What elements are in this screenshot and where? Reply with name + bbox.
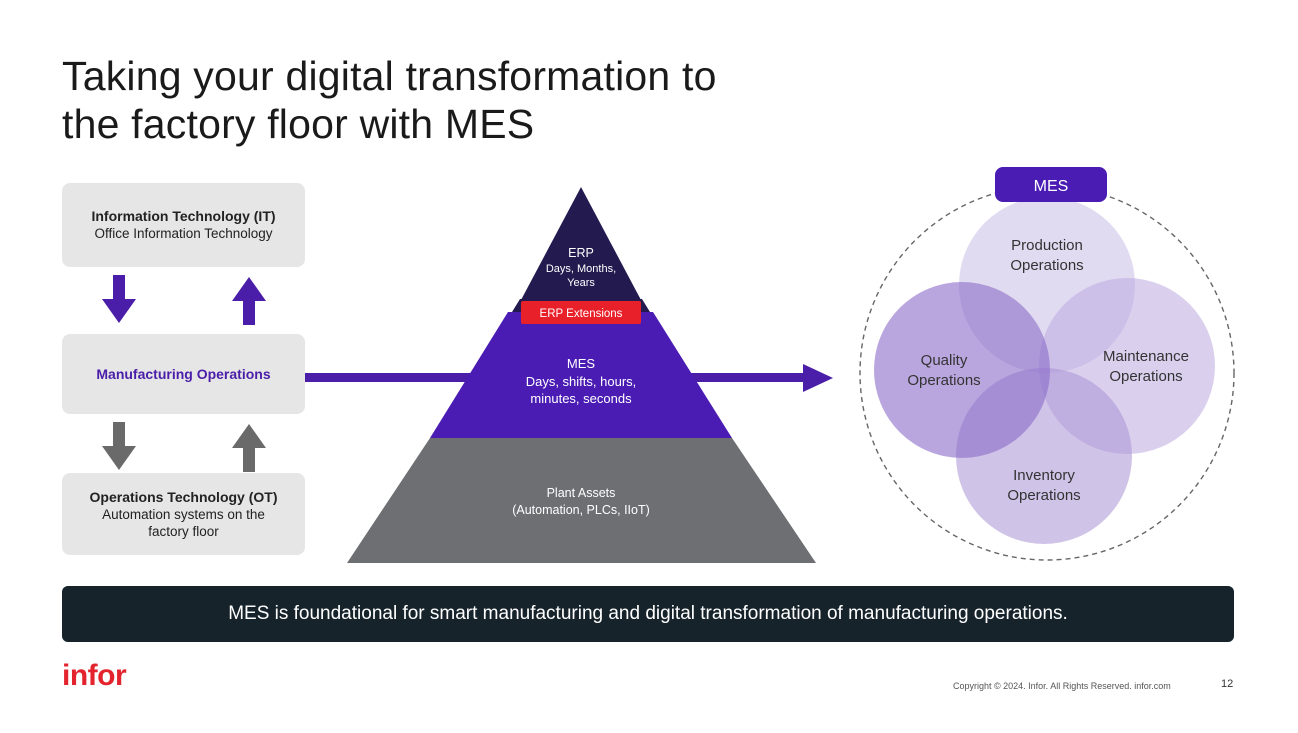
plant-title: Plant Assets [547,486,616,500]
slide-title-line-1: Taking your digital transformation to [62,53,717,99]
production-line-1: Production [1011,237,1083,254]
arrow-up-icon [232,424,266,472]
it-box: Information Technology (IT) Office Infor… [62,183,305,267]
erp-title: ERP [568,246,594,260]
arrow-down-icon [102,422,136,470]
maintenance-line-1: Maintenance [1103,348,1189,365]
copyright-text: Copyright © 2024. Infor. All Rights Rese… [953,681,1171,691]
arrow-down-icon [102,275,136,323]
summary-banner-text: MES is foundational for smart manufactur… [228,603,1068,624]
it-box-title: Information Technology (IT) [91,208,276,224]
mes-label-badge [995,167,1107,202]
mes-label-text: MES [1034,178,1069,195]
ot-box-subtitle-line-2: factory floor [148,523,219,539]
quality-line-2: Operations [907,372,980,389]
mes-line-2: minutes, seconds [530,391,632,406]
inventory-line-2: Operations [1007,487,1080,504]
quality-line-1: Quality [921,352,968,369]
arrow-up-icon [232,277,266,325]
production-line-2: Operations [1010,257,1083,274]
erp-extensions-label: ERP Extensions [540,308,623,320]
mes-boundary-circle [859,185,1235,561]
ot-box-subtitle-line-1: Automation systems on the [102,506,265,522]
infor-logo: infor [62,659,127,692]
inventory-line-1: Inventory [1013,467,1075,484]
manufacturing-operations-box: Manufacturing Operations [62,334,305,414]
slide-title-line-2: the factory floor with MES [62,101,535,147]
maintenance-line-2: Operations [1109,368,1182,385]
manufacturing-operations-title: Manufacturing Operations [96,365,271,382]
mes-title: MES [567,356,596,371]
pyramid-erp-layer [521,187,641,300]
erp-line-2: Years [567,277,595,289]
summary-banner: MES is foundational for smart manufactur… [62,586,1234,642]
pyramid-plant-layer [347,438,816,563]
ot-box: Operations Technology (OT) Automation sy… [62,473,305,555]
it-box-subtitle: Office Information Technology [94,226,273,241]
mes-line-1: Days, shifts, hours, [526,374,637,389]
slide-title: Taking your digital transformation to th… [62,52,717,148]
pyramid-mes-layer [430,312,732,438]
ot-box-title: Operations Technology (OT) [89,488,278,505]
plant-line-1: (Automation, PLCs, IIoT) [512,503,650,517]
erp-extensions-badge [521,301,641,324]
quality-circle [874,282,1050,458]
page-number: 12 [1221,678,1234,690]
erp-line-1: Days, Months, [546,263,616,275]
